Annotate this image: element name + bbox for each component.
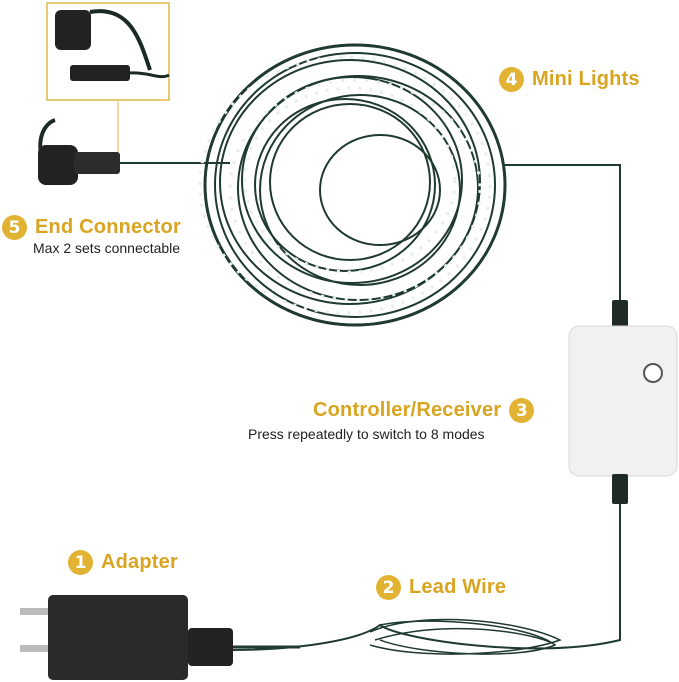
mini-lights-coil <box>198 43 507 327</box>
controller-subtitle: Press repeatedly to switch to 8 modes <box>248 426 485 442</box>
controller-label: Controller/Receiver 3 <box>313 398 535 423</box>
lead-wire-bottom <box>229 504 621 651</box>
controller-image <box>568 325 678 504</box>
controller-button <box>643 363 663 383</box>
mini-lights-label: 4 Mini Lights <box>499 67 640 92</box>
end-connector-image <box>38 118 230 185</box>
end-connector-title: End Connector <box>35 216 181 238</box>
lead-wire-top <box>505 164 621 305</box>
adapter-title: Adapter <box>101 551 178 573</box>
lead-wire-bundle <box>369 618 562 655</box>
end-connector-number: 5 <box>2 215 27 240</box>
lead-wire-title: Lead Wire <box>409 576 507 598</box>
mini-lights-title: Mini Lights <box>532 68 640 90</box>
lead-wire-number: 2 <box>376 575 401 600</box>
end-connector-subtitle: Max 2 sets connectable <box>33 240 181 256</box>
adapter-label: 1 Adapter <box>68 550 178 575</box>
controller-number: 3 <box>509 398 535 423</box>
adapter-image <box>20 595 300 680</box>
controller-title: Controller/Receiver <box>313 399 502 421</box>
mini-lights-number: 4 <box>499 67 524 92</box>
connector-detail-image <box>55 9 170 81</box>
lead-wire-label: 2 Lead Wire <box>376 575 506 600</box>
end-connector-label: 5 End Connector <box>2 215 181 240</box>
adapter-number: 1 <box>68 550 93 575</box>
